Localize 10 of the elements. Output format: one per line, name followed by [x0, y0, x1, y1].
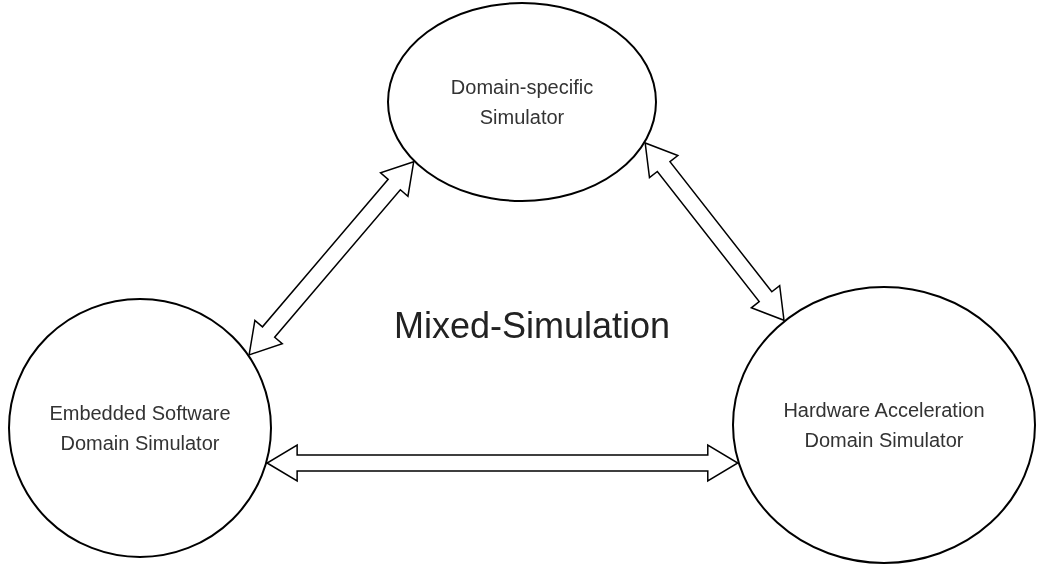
diagram-title-label: Mixed-Simulation	[394, 305, 671, 347]
double-arrow	[644, 141, 785, 322]
ellipse-node	[732, 286, 1036, 564]
ellipse-node	[387, 2, 657, 202]
ellipse-node	[8, 298, 272, 558]
node-label: Hardware Acceleration Domain Simulator	[782, 398, 986, 453]
double-arrow	[265, 443, 740, 483]
node-label: Embedded Software Domain Simulator	[48, 401, 232, 456]
double-arrow	[248, 160, 415, 356]
node-label: Domain-specific Simulator	[449, 75, 595, 130]
